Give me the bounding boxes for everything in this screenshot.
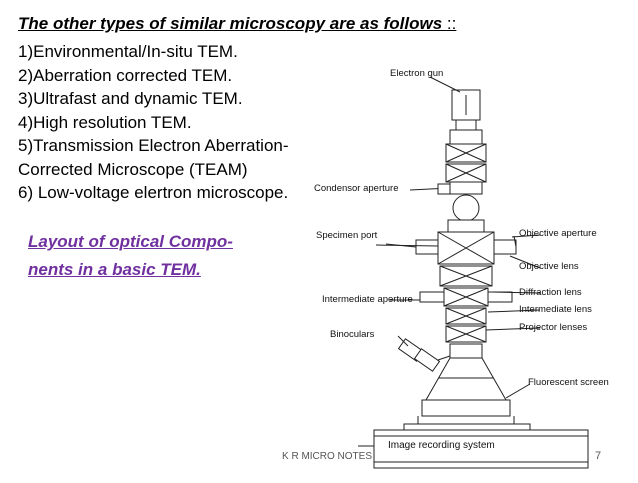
list-item: 3)Ultrafast and dynamic TEM. xyxy=(18,89,243,108)
label-objective-lens: Objective lens xyxy=(519,261,579,272)
footer-notes: K R MICRO NOTES xyxy=(282,451,373,462)
label-intermediate-lens: Intermediate lens xyxy=(519,304,592,315)
list-item: 4)High resolution TEM. xyxy=(18,112,192,132)
label-image-recording-system: Image recording system xyxy=(388,440,495,451)
slide-title-text: The other types of similar microscopy ar… xyxy=(18,14,447,33)
tem-diagram-drawing xyxy=(358,76,589,469)
label-specimen-port: Specimen port xyxy=(316,230,378,241)
label-intermediate-aperture: Intermediate aperture xyxy=(322,294,413,305)
label-binoculars: Binoculars xyxy=(330,329,375,340)
list-item: 1)Environmental/In-situ TEM. xyxy=(18,42,238,61)
diagram-caption: Layout of optical Compo- nents in a basi… xyxy=(28,228,298,284)
label-diffraction-lens: Diffraction lens xyxy=(519,287,582,298)
page-number: 7 xyxy=(595,450,602,462)
slide-title: The other types of similar microscopy ar… xyxy=(18,14,456,34)
list-item: 2)Aberration corrected TEM. xyxy=(18,65,233,85)
label-condensor-aperture: Condensor aperture xyxy=(314,183,399,194)
microscopy-list: 1)Environmental/In-situ TEM. 2)Aberratio… xyxy=(18,40,289,205)
slide-title-suffix: :: xyxy=(446,14,457,33)
caption-line: Layout of optical Compo- xyxy=(28,232,233,251)
list-item: Corrected Microscope (TEAM) xyxy=(18,159,248,179)
label-projector-lenses: Projector lenses xyxy=(519,322,588,333)
label-objective-aperture: Objective aperture xyxy=(519,228,597,239)
list-item: 6) Low-voltage elertron microscope. xyxy=(18,183,289,202)
tem-diagram: Electron gun Condensor aperture Specimen… xyxy=(300,60,638,478)
label-fluorescent-screen: Fluorescent screen xyxy=(528,377,609,388)
caption-line: nents in a basic TEM. xyxy=(28,260,201,279)
label-electron-gun: Electron gun xyxy=(390,68,444,79)
list-item: 5)Transmission Electron Aberration- xyxy=(18,136,289,155)
